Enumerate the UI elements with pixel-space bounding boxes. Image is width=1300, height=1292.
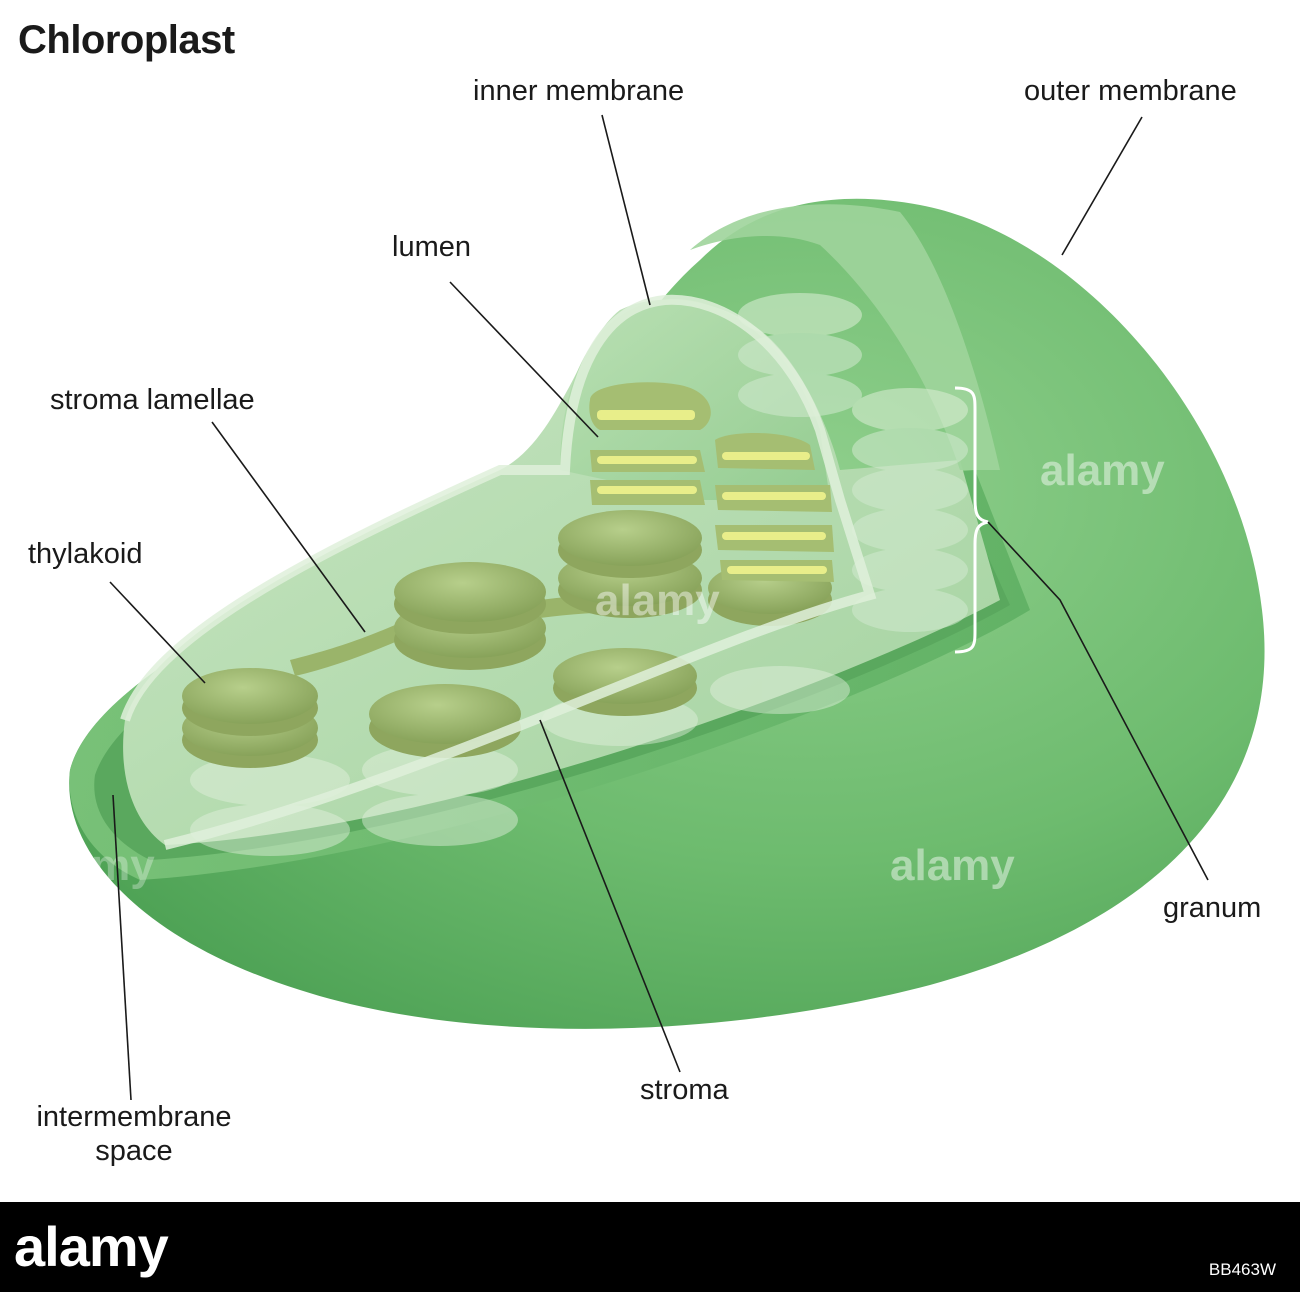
leader-stroma-lamellae <box>211 421 366 633</box>
label-intermembrane-line2: space <box>95 1135 173 1167</box>
footer-bar <box>0 1202 1300 1292</box>
watermark-4: alamy <box>30 841 155 890</box>
label-stroma-lamellae: stroma lamellae <box>50 384 255 416</box>
label-stroma: stroma <box>640 1074 729 1106</box>
label-outer-membrane: outer membrane <box>1024 75 1237 107</box>
sectioned-thylakoids <box>589 382 834 582</box>
leader-outer-membrane <box>1061 116 1143 256</box>
lumen-band <box>597 410 695 420</box>
label-granum: granum <box>1163 892 1262 924</box>
leader-lines <box>109 114 1209 1101</box>
leader-intermembrane <box>112 794 132 1101</box>
leader-inner-membrane <box>601 114 651 306</box>
watermark-2: alamy <box>595 576 720 625</box>
label-intermembrane-space: intermembrane space <box>14 1100 254 1168</box>
footer-image-id: BB463W <box>1208 1260 1276 1279</box>
chloroplast-illustration: alamy alamy alamy alamy <box>30 114 1265 1101</box>
label-intermembrane-line1: intermembrane <box>36 1101 232 1133</box>
leader-granum <box>987 521 1209 881</box>
back-grana <box>738 293 968 632</box>
page-title: Chloroplast <box>18 18 235 62</box>
leader-stroma <box>539 719 681 1073</box>
outer-membrane-back <box>690 204 1000 470</box>
leader-lumen <box>449 281 599 438</box>
watermark-3: alamy <box>890 841 1015 890</box>
watermark-1: alamy <box>1040 446 1165 495</box>
inner-membrane-rim <box>120 294 877 850</box>
label-thylakoid: thylakoid <box>28 538 143 570</box>
label-lumen: lumen <box>392 231 471 263</box>
label-inner-membrane: inner membrane <box>473 75 685 107</box>
footer-logo: alamy <box>14 1215 169 1278</box>
leader-thylakoid <box>109 581 206 684</box>
grana-stacks <box>182 510 832 768</box>
